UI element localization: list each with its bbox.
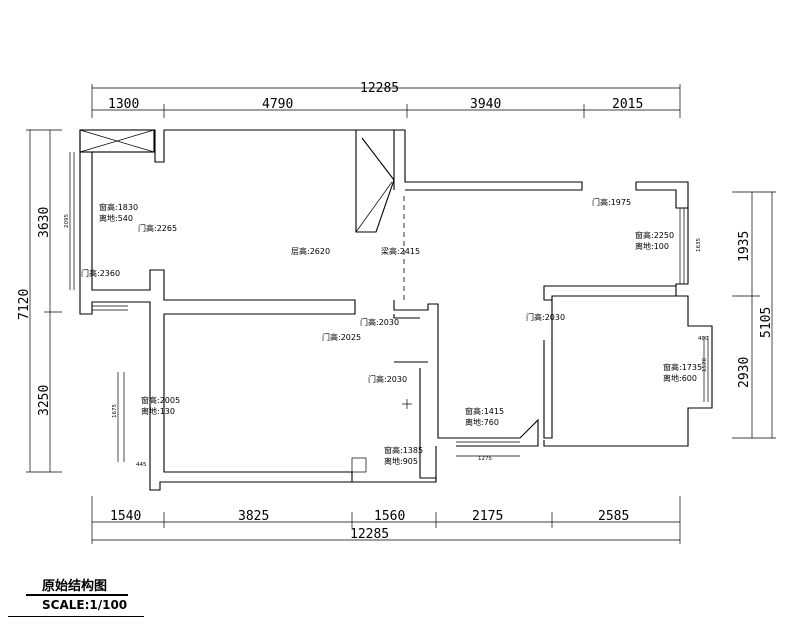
dim-top-total: 12285: [360, 81, 399, 96]
small-w-right1: 1635: [696, 238, 702, 252]
dim-top-4: 2015: [612, 97, 643, 112]
label-win6-height: 窗高:1385: [384, 445, 423, 455]
drawing-scale: SCALE:1/100: [42, 598, 128, 612]
label-win1-height: 窗高:1830: [99, 202, 138, 212]
room-labels: 窗高:1830 离地:540 门高:2265 层高:2620 梁高:2415 门…: [81, 197, 702, 466]
center-mark: [402, 399, 412, 409]
small-w-right2a: 400: [698, 336, 709, 342]
dim-bottom-1: 1540: [110, 509, 141, 524]
label-beam-height: 梁高:2415: [381, 246, 420, 256]
dim-bottom-total: 12285: [350, 527, 389, 542]
small-w-bottom: 1275: [478, 456, 492, 462]
small-w-right2b: 1570: [702, 358, 708, 372]
shaft-box: [79, 129, 155, 153]
label-door-2030-c: 门高:2030: [368, 374, 407, 384]
dim-right-1: 1935: [737, 231, 752, 262]
label-door-2025: 门高:2025: [322, 332, 361, 342]
scale-underline: [8, 616, 144, 617]
label-win2-height: 窗高:2250: [635, 230, 674, 240]
windows: [69, 152, 709, 473]
walls: [79, 129, 713, 491]
label-door-2265: 门高:2265: [138, 223, 177, 233]
dim-bottom-3: 1560: [374, 509, 405, 524]
label-door-2360: 门高:2360: [81, 268, 120, 278]
dim-left-total: 7120: [17, 289, 32, 320]
label-win3-height: 窗高:2005: [141, 395, 180, 405]
dim-right-total: 5105: [759, 307, 774, 338]
label-win4-sill: 离地:760: [465, 417, 499, 427]
flue-box: [355, 130, 395, 233]
bottom-dimensions: 1540 3825 1560 2175 2585 12285: [91, 496, 681, 544]
label-door-1975: 门高:1975: [592, 197, 631, 207]
label-win3-sill: 离地:130: [141, 406, 175, 416]
top-dimensions: 12285 1300 4790 3940 2015: [91, 81, 681, 118]
label-win2-sill: 离地:100: [635, 241, 669, 251]
label-floor-height: 层高:2620: [291, 246, 330, 256]
dim-left-1: 3630: [37, 207, 52, 238]
small-w-left2: 1675: [112, 404, 118, 418]
right-dimensions: 1935 2930 5105: [732, 191, 776, 439]
dim-bottom-5: 2585: [598, 509, 629, 524]
dim-bottom-4: 2175: [472, 509, 503, 524]
label-win1-sill: 离地:540: [99, 213, 133, 223]
small-w-left2b: 445: [136, 462, 147, 468]
left-dimensions: 7120 3630 3250: [17, 129, 62, 473]
label-door-2030-a: 门高:2030: [360, 317, 399, 327]
label-win5-height: 窗高:1735: [663, 362, 702, 372]
small-w-left1: 2095: [64, 214, 70, 228]
dim-right-2: 2930: [737, 357, 752, 388]
drawing-title: 原始结构图: [42, 579, 108, 594]
dim-top-2: 4790: [262, 97, 293, 112]
dim-left-2: 3250: [37, 385, 52, 416]
dim-top-1: 1300: [108, 97, 139, 112]
dim-bottom-2: 3825: [238, 509, 269, 524]
label-win6-sill: 离地:905: [384, 456, 418, 466]
label-door-2030-b: 门高:2030: [526, 312, 565, 322]
label-win4-height: 窗高:1415: [465, 406, 504, 416]
small-annotations: 2095 1635 1675 445 400 1570 1275: [64, 214, 709, 468]
dim-top-3: 3940: [470, 97, 501, 112]
title-underline: [26, 594, 128, 596]
label-win5-sill: 离地:600: [663, 373, 697, 383]
